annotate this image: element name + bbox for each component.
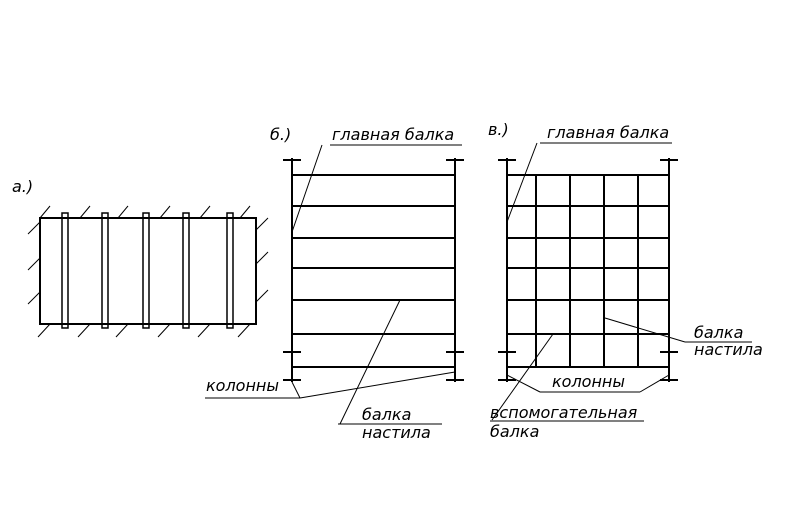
panel-a-beam: [182, 212, 190, 329]
panel-b-main-beam-label: главная балка: [332, 125, 454, 144]
panel-a-hatch-left: [27, 221, 41, 235]
panel-v: в.) главная балка колонны балка настила …: [488, 120, 763, 441]
panel-a-beam: [226, 212, 234, 329]
panel-v-columns-label: колонны: [552, 372, 625, 391]
panel-v-deck-beam-label-line2: настила: [694, 340, 763, 359]
panel-a-hatch-bottom: [77, 323, 91, 338]
panel-v-secondary-beam-leader: [491, 333, 554, 421]
panel-a-hatch-bottom: [157, 323, 171, 338]
panel-a-beam: [101, 212, 109, 329]
panel-b-deck-beam-leader: [339, 299, 401, 425]
panel-v-main-beam-label: главная балка: [547, 123, 669, 142]
panel-b-deck-beam-label-line2: настила: [362, 423, 431, 442]
panel-b-label: б.): [270, 125, 291, 144]
panel-b-deck-beam-label-line1: балка: [362, 405, 411, 424]
panel-a-hatch-top: [159, 205, 171, 219]
panel-v-columns-leader-right: [639, 374, 670, 393]
panel-v-columns: [498, 159, 678, 381]
panel-a-beam: [142, 212, 150, 329]
panel-a-hatch-top: [199, 205, 211, 219]
panel-a-slab: [39, 217, 257, 325]
panel-a-hatch-left: [27, 291, 41, 305]
panel-a-hatch-left: [27, 257, 41, 271]
panel-a-beam: [61, 212, 69, 329]
panel-a-hatch-right: [255, 289, 269, 303]
panel-a-hatch-top: [39, 205, 51, 219]
panel-a-hatch-top: [117, 205, 129, 219]
panel-b-columns-leader-left: [291, 381, 301, 399]
panel-b-columns-label: колонны: [206, 376, 279, 395]
panel-a-beams: [61, 212, 234, 329]
panel-a-hatch-bottom: [197, 323, 211, 338]
panel-b-columns-leader-right: [299, 371, 456, 399]
panel-a-wall-hatching: [27, 205, 269, 338]
panel-v-label: в.): [488, 120, 509, 139]
panel-b-columns: [283, 159, 464, 381]
panel-v-secondary-beam-label-line1: вспомогательная: [490, 403, 638, 422]
panel-a-hatch-top: [239, 205, 251, 219]
panel-b-deck-beams: [292, 174, 455, 368]
panel-a-hatch-bottom: [37, 323, 51, 338]
panel-v-deck-beam-leader: [604, 317, 686, 343]
panel-a-hatch-right: [255, 251, 269, 265]
panel-a: а.): [12, 177, 269, 338]
panel-v-grid: [507, 174, 669, 368]
panel-v-secondary-beam-label-line2: балка: [490, 422, 539, 441]
panel-b-main-beam-leader: [291, 144, 323, 233]
panel-a-label: а.): [12, 177, 33, 196]
panel-v-columns-leader-left: [506, 374, 541, 393]
panel-v-main-beam-leader: [506, 142, 538, 223]
panel-a-hatch-bottom: [237, 323, 251, 338]
panel-b: б.) главная балка колонны балка настила: [205, 125, 464, 442]
panel-a-hatch-top: [79, 205, 91, 219]
panel-v-deck-beam-label-line1: балка: [694, 323, 743, 342]
panel-a-hatch-bottom: [115, 323, 129, 338]
panel-a-hatch-right: [255, 217, 269, 231]
